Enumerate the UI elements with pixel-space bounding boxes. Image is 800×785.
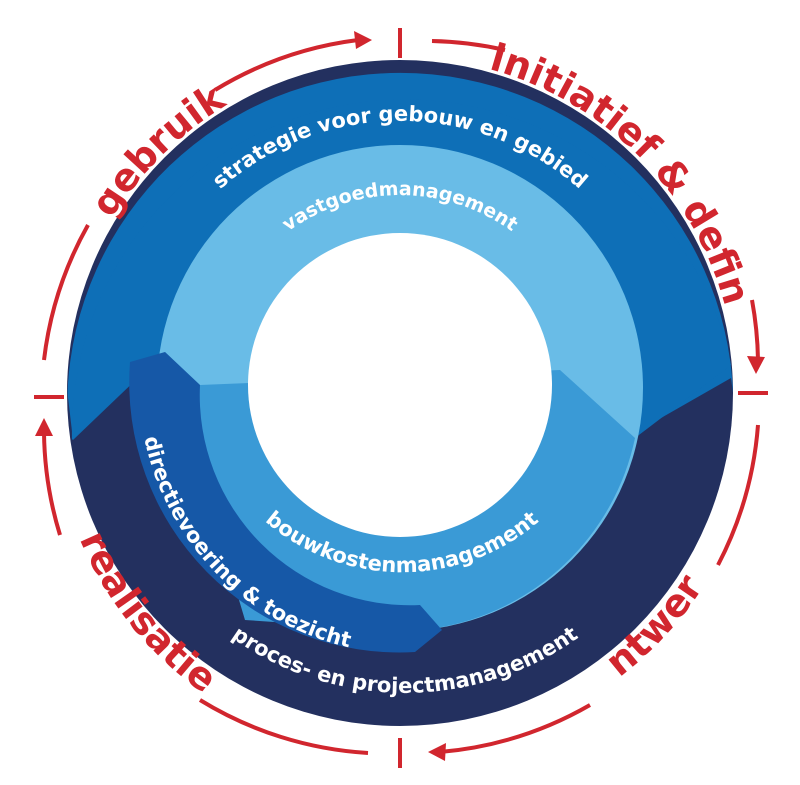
arc-right-lower bbox=[716, 424, 760, 566]
arrowhead-left bbox=[35, 418, 53, 436]
arc-bottom-left bbox=[198, 698, 369, 755]
cycle-arrows bbox=[42, 38, 760, 755]
arc-right-upper bbox=[750, 299, 760, 361]
center-circle bbox=[248, 233, 552, 537]
directie-band bbox=[129, 352, 442, 653]
cycle-arrowheads bbox=[35, 31, 765, 761]
cycle-ticks bbox=[34, 28, 768, 768]
arc-top-left bbox=[213, 38, 359, 92]
arc-left-lower bbox=[42, 431, 62, 536]
arc-top-right bbox=[431, 39, 506, 52]
arrowhead-bottom bbox=[428, 743, 446, 761]
arc-left-upper bbox=[42, 224, 90, 361]
arrowhead-right bbox=[747, 356, 765, 374]
arc-bottom-right bbox=[439, 703, 591, 754]
arrowhead-top bbox=[354, 31, 372, 49]
